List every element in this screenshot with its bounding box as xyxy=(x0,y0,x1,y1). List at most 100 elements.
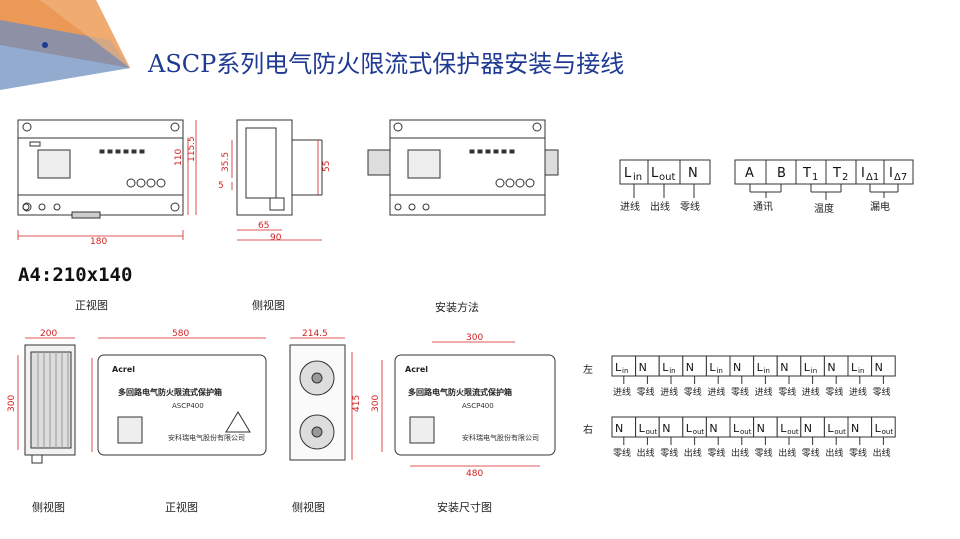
terminal-cell-text: N xyxy=(780,361,788,374)
t2-label-2: 温度 xyxy=(814,202,834,215)
t2-label-3: 漏电 xyxy=(870,200,890,213)
terminal-cell-text: N xyxy=(639,361,647,374)
dim-box-side-left-w: 200 xyxy=(40,329,57,339)
box-side-left xyxy=(24,344,76,464)
dim-side-w1: 65 xyxy=(258,221,269,231)
terminal-cell-sub: out xyxy=(740,428,752,436)
dim-front-h2: 115.5 xyxy=(187,136,197,162)
terminal-label: 零线 xyxy=(660,447,678,459)
terminal-cell-text: N xyxy=(733,361,741,374)
terminal-label: 零线 xyxy=(849,447,867,459)
terminal-cell-sub: in xyxy=(811,367,817,375)
terminal-cell-text: N xyxy=(827,361,835,374)
t1-label-1: 进线 xyxy=(620,200,640,213)
t2-cell-4: T xyxy=(832,166,841,181)
dim-front-width: 180 xyxy=(90,237,107,247)
terminal-label: 进线 xyxy=(849,386,867,398)
terminal-label: 出线 xyxy=(684,447,702,459)
t1-cell-1: L xyxy=(624,166,632,181)
dim-side-h3: 55 xyxy=(322,161,332,172)
terminal-label: 出线 xyxy=(731,447,749,459)
t1-cell-3: N xyxy=(688,166,698,181)
terminal-label: 进线 xyxy=(707,386,725,398)
dim-box-front-w: 580 xyxy=(172,329,189,339)
box-install-name: 多回路电气防火限流式保护箱 xyxy=(408,387,512,397)
t1-sub-2: out xyxy=(659,172,675,183)
box-install-model: ASCP400 xyxy=(462,402,494,410)
terminal-label: 零线 xyxy=(873,386,891,398)
terminal-cell-text: L xyxy=(875,422,882,435)
terminal-cell-text: N xyxy=(757,422,765,435)
terminal-label: 零线 xyxy=(684,386,702,398)
terminal-cell-text: N xyxy=(686,361,694,374)
terminal-label: 出线 xyxy=(873,447,891,459)
terminal-cell-text: N xyxy=(875,361,883,374)
t1-label-2: 出线 xyxy=(650,200,670,213)
terminal-cell-text: N xyxy=(804,422,812,435)
t2-sub-5: Δ1 xyxy=(866,172,879,183)
terminal-cell-text: L xyxy=(709,361,716,374)
terminal-group-1 xyxy=(619,159,711,185)
terminal-cell-sub: out xyxy=(787,428,799,436)
terminal-cell-sub: in xyxy=(622,367,628,375)
t1-label-3: 零线 xyxy=(680,200,700,213)
side-dim-lines xyxy=(231,140,322,241)
caption-side-view-b2: 侧视图 xyxy=(292,501,325,514)
caption-side-view-b1: 侧视图 xyxy=(32,501,65,514)
terminal-cell-sub: out xyxy=(646,428,658,436)
caption-front-view-b: 正视图 xyxy=(165,501,198,514)
terminal-cell-sub: out xyxy=(693,428,705,436)
terminal-cell-text: L xyxy=(662,361,669,374)
box-install xyxy=(394,354,556,456)
front-dim-lines xyxy=(17,120,197,240)
terminal-cell-text: L xyxy=(851,361,858,374)
device-side-view xyxy=(236,119,323,216)
dim-side-h1: 35.5 xyxy=(221,152,231,172)
box-front-model: ASCP400 xyxy=(172,402,204,410)
terminal-cell-text: L xyxy=(827,422,834,435)
t2-sub-4: 2 xyxy=(842,172,848,183)
box-side-right xyxy=(289,344,346,461)
terminal-cell-sub: in xyxy=(669,367,675,375)
terminal-label: 进线 xyxy=(802,386,820,398)
page-title: ASCP系列电气防火限流式保护器安装与接线 xyxy=(148,50,625,78)
terminal-label: 零线 xyxy=(707,447,725,459)
terminal-label: 进线 xyxy=(613,386,631,398)
terminal-label: 进线 xyxy=(755,386,773,398)
dim-install-h: 300 xyxy=(371,395,381,412)
dim-install-w1: 300 xyxy=(466,333,483,343)
terminal-cell-text: L xyxy=(686,422,693,435)
terminal-cell-text: L xyxy=(757,361,764,374)
terminal-label: 零线 xyxy=(825,386,843,398)
t2-sub-6: Δ7 xyxy=(894,172,907,183)
terminal-cell-sub: in xyxy=(858,367,864,375)
terminal-cell-text: L xyxy=(639,422,646,435)
terminal-cell-sub: out xyxy=(882,428,894,436)
terminal-label: 零线 xyxy=(778,386,796,398)
terminal-cell-text: N xyxy=(709,422,717,435)
box-install-company: 安科瑞电气股份有限公司 xyxy=(462,433,539,442)
t2-cell-5: I xyxy=(861,166,865,181)
terminal-group-2 xyxy=(734,159,914,185)
terminal-cell-text: L xyxy=(804,361,811,374)
terminal-label: 零线 xyxy=(637,386,655,398)
terminal-label: 零线 xyxy=(613,447,631,459)
terminal-cell-text: L xyxy=(615,361,622,374)
dim-side-w2: 90 xyxy=(270,233,282,243)
terminal-cell-text: L xyxy=(733,422,740,435)
row-left-label: 左 xyxy=(583,363,593,376)
format-label: A4:210x140 xyxy=(18,264,133,286)
terminal-cell-sub: in xyxy=(716,367,722,375)
dim-box-side-left-h: 300 xyxy=(7,395,17,412)
terminal-label: 出线 xyxy=(825,447,843,459)
terminal-label: 零线 xyxy=(755,447,773,459)
dim-box-side-right-w: 214.5 xyxy=(302,329,328,339)
t2-cell-1: A xyxy=(745,166,754,181)
box-front-company: 安科瑞电气股份有限公司 xyxy=(168,433,245,442)
box-front xyxy=(97,354,267,456)
terminal-cell-text: N xyxy=(851,422,859,435)
